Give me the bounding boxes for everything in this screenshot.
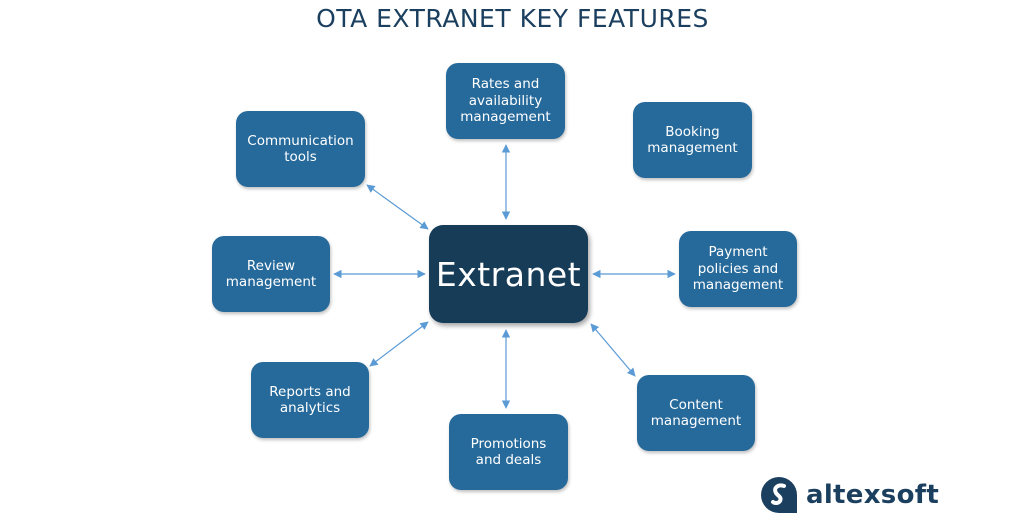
altexsoft-logo: altexsoft <box>760 476 939 514</box>
diagram-title: OTA EXTRANET KEY FEATURES <box>316 4 709 33</box>
altexsoft-logo-text: altexsoft <box>806 480 940 510</box>
feature-rates: Rates and availability management <box>446 63 565 139</box>
arrow-communication <box>366 184 429 230</box>
extranet-label: Extranet <box>435 254 582 294</box>
feature-label: Reports and analytics <box>269 383 351 417</box>
feature-review: Review management <box>212 236 330 312</box>
feature-content: Content management <box>637 375 755 451</box>
feature-label: Communication tools <box>247 132 354 166</box>
extranet-hub: Extranet <box>429 225 588 323</box>
feature-booking: Booking management <box>633 102 752 178</box>
feature-label: Payment policies and management <box>692 244 784 294</box>
feature-reports: Reports and analytics <box>251 362 369 438</box>
feature-label: Content management <box>650 396 742 430</box>
feature-promotions: Promotions and deals <box>449 414 568 490</box>
feature-label: Rates and availability management <box>460 76 551 126</box>
altexsoft-logo-icon <box>760 476 798 514</box>
arrow-content <box>590 323 636 377</box>
feature-label: Review management <box>225 257 317 291</box>
feature-payment: Payment policies and management <box>679 231 797 307</box>
feature-label: Booking management <box>647 123 738 157</box>
arrow-reports <box>369 321 429 367</box>
feature-communication: Communication tools <box>236 111 365 187</box>
feature-label: Promotions and deals <box>470 435 547 469</box>
